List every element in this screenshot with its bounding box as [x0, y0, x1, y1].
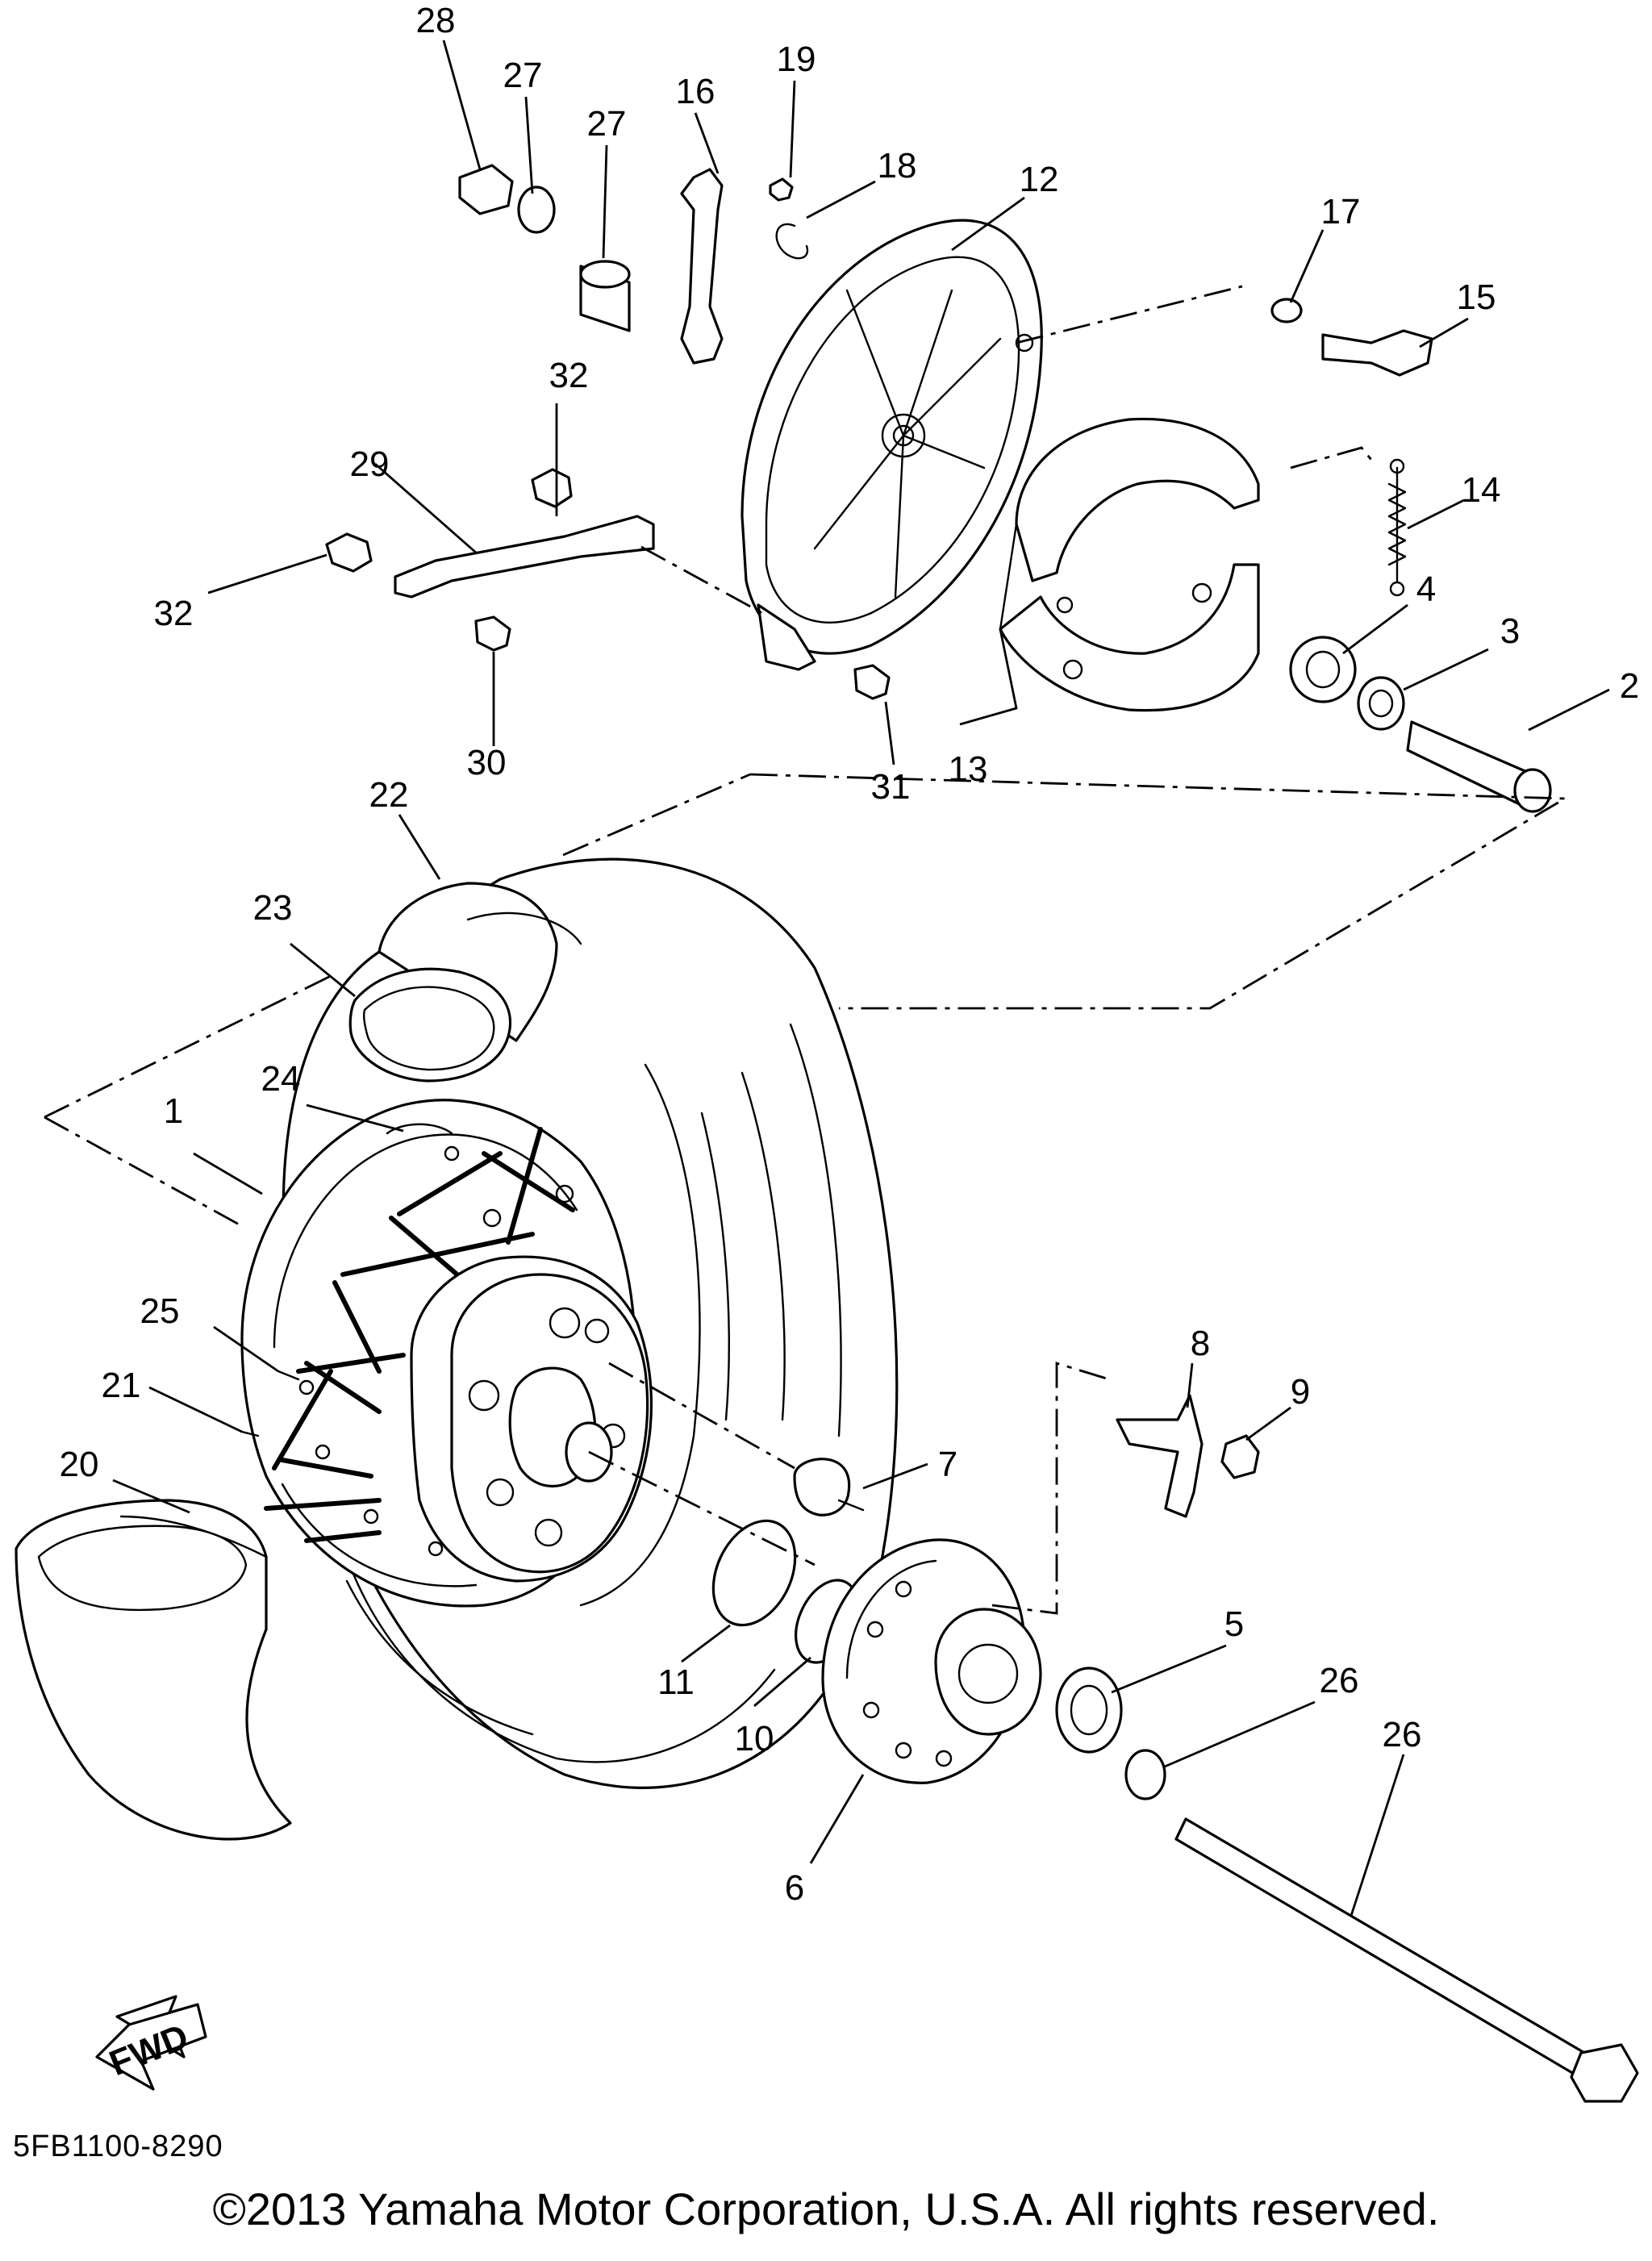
callout-12: 12: [1020, 160, 1059, 199]
wheel-hub: [410, 1255, 653, 1583]
part-9-nut: [1220, 1434, 1260, 1479]
part-19-bolt: [769, 177, 794, 202]
part-30-tension-bar: [394, 515, 655, 599]
callout-8: 8: [1191, 1324, 1210, 1363]
part-11-o-ring: [711, 1519, 797, 1627]
callout-25: 25: [140, 1291, 180, 1331]
part-32-nut-right: [531, 468, 573, 508]
leader-lines: [112, 40, 1610, 1917]
part-31-bolt-left: [474, 615, 511, 652]
callout-17: 17: [1321, 192, 1361, 232]
callout-11: 11: [657, 1662, 695, 1702]
part-7-damper: [793, 1458, 865, 1516]
callout-10: 10: [735, 1719, 774, 1758]
part-6-clutch-hub: [821, 1538, 1042, 1784]
callout-16: 16: [676, 72, 715, 111]
callout-32-upper: 32: [549, 356, 589, 395]
callout-9: 9: [1291, 1372, 1310, 1412]
callout-18: 18: [878, 146, 917, 186]
callout-21: 21: [102, 1366, 141, 1405]
part-25-spoke: [277, 1370, 300, 1381]
part-17-washer: [1270, 298, 1303, 323]
fwd-arrow-icon: FWD: [95, 1995, 207, 2091]
callout-7: 7: [938, 1445, 957, 1484]
callout-4: 4: [1416, 569, 1436, 609]
part-24-tube-valve: [386, 1123, 453, 1135]
assembly-lines: [44, 285, 1569, 1615]
part-3-seal: [1357, 676, 1405, 731]
part-31-bolt-right: [853, 664, 891, 700]
callout-29: 28: [416, 1, 456, 40]
callout-15: 15: [1457, 277, 1496, 317]
part-5-bearing: [1055, 1667, 1123, 1754]
part-20-rim-band: [119, 1515, 268, 1558]
part-28-collar: [579, 260, 631, 332]
callout-28: 27: [587, 104, 627, 144]
callout-19: 19: [777, 40, 816, 79]
callout-27-upper: 27: [503, 56, 543, 95]
part-15-camshaft: [1321, 329, 1433, 377]
callout-31-left: 30: [467, 743, 507, 782]
callout-30: 29: [350, 444, 390, 484]
callout-1: 1: [164, 1091, 183, 1131]
part-8-lock-washer: [1116, 1394, 1204, 1518]
callout-2: 2: [1620, 666, 1639, 706]
document-code: 5FB1100-8290: [13, 2130, 223, 2163]
parts-diagram: FWD 28 27 27 16 19 18 12 17 15 14 4 3 2 …: [15, 1, 1640, 2103]
callout-26: 26: [1383, 1715, 1422, 1754]
part-32-nut-left: [325, 532, 373, 573]
callout-20: 20: [60, 1445, 99, 1484]
callout-3: 3: [1500, 611, 1520, 651]
callout-23: 23: [253, 888, 293, 928]
callout-14: 14: [1462, 470, 1501, 510]
part-26-axle: [1174, 1817, 1639, 2103]
copyright-notice: ©2013 Yamaha Motor Corporation, U.S.A. A…: [212, 2184, 1440, 2234]
part-27-washer-lower: [1124, 1749, 1166, 1800]
callout-13: 13: [949, 749, 988, 789]
part-12-brake-shoe-plate: [740, 219, 1043, 671]
spokes: [264, 1127, 575, 1543]
callout-numbers: 28 27 27 16 19 18 12 17 15 14 4 3 2 32 2…: [60, 1, 1640, 1908]
part-2-collar: [1406, 720, 1552, 813]
callout-22: 22: [369, 775, 409, 815]
callout-24: 24: [261, 1059, 301, 1099]
part-29-nut: [458, 164, 514, 215]
part-13-brake-shoes: [999, 417, 1260, 712]
callout-6: 6: [785, 1868, 804, 1908]
part-16-camshaft-lever: [680, 168, 724, 365]
callout-27-lower: 26: [1320, 1661, 1359, 1700]
part-18-circlip: [775, 223, 809, 260]
callout-31-right: 31: [871, 767, 911, 807]
part-4-bearing: [1289, 636, 1357, 703]
callout-32-left: 32: [154, 594, 194, 633]
part-14-spring: [1387, 458, 1407, 597]
part-21-spoke-nipple: [240, 1430, 260, 1437]
part-27-washer-upper: [517, 186, 556, 234]
callout-5: 5: [1224, 1604, 1244, 1644]
